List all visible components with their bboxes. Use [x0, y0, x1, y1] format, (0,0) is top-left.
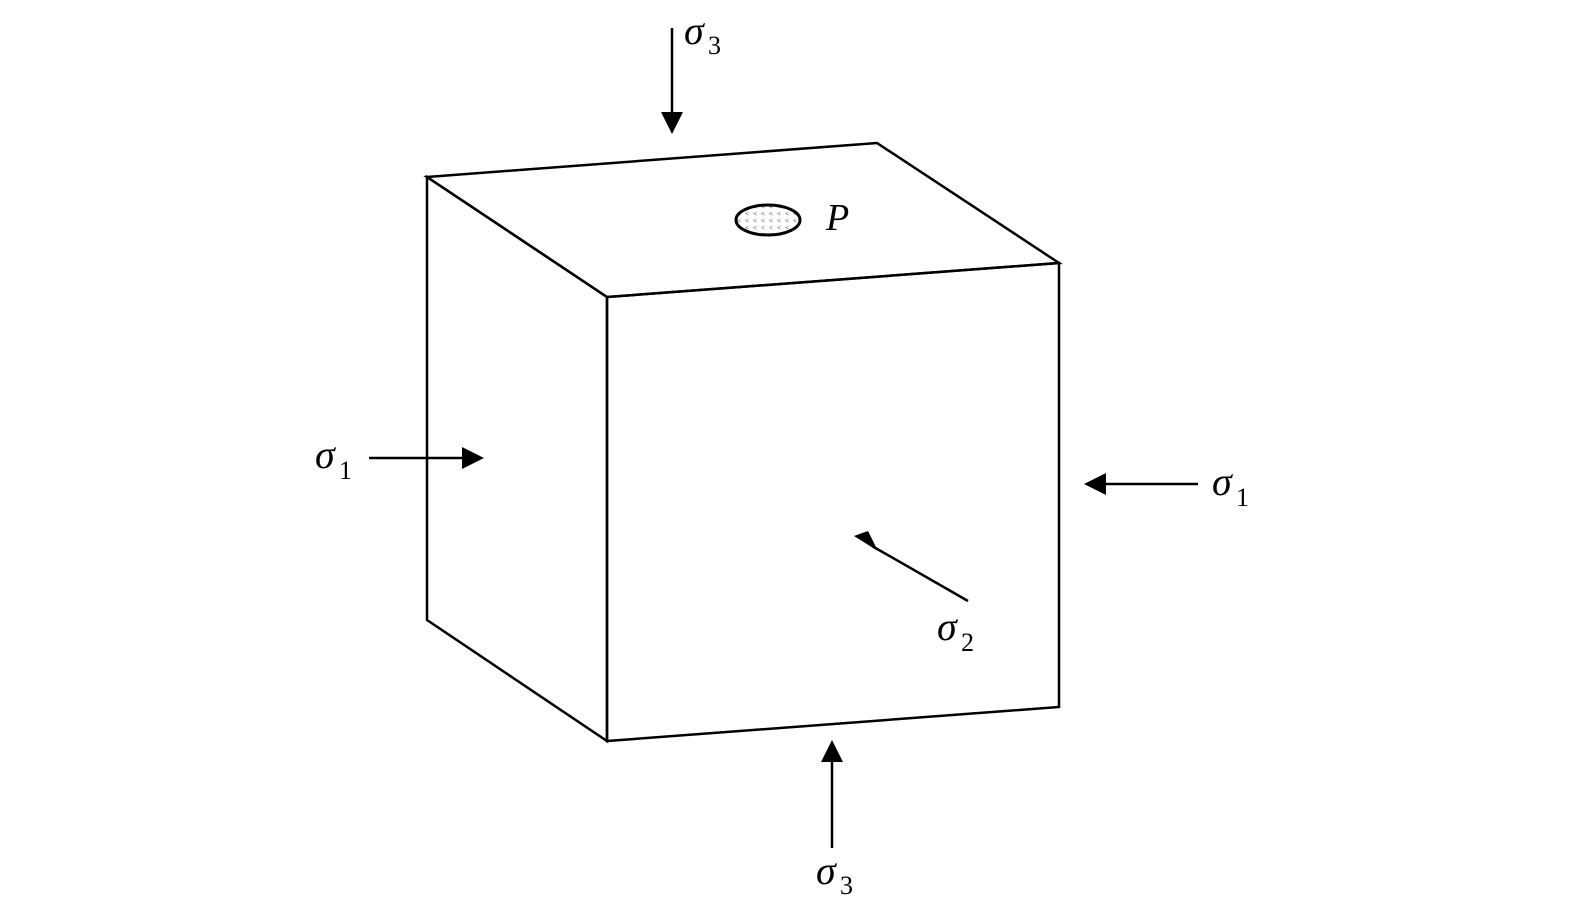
sigma3-bottom-arrowhead [821, 740, 843, 762]
sigma1-right-arrowhead [1084, 473, 1106, 495]
sigma2-arrowhead [854, 531, 878, 551]
sigma2-arrow [871, 544, 969, 603]
subscript: 3 [708, 31, 721, 60]
sigma3-top-arrowhead [661, 112, 683, 134]
sigma-symbol: σ [315, 432, 336, 477]
sigma1-left-arrowhead [462, 447, 484, 469]
subscript: 1 [1236, 483, 1249, 512]
point-p-marker [734, 203, 802, 237]
subscript: 2 [961, 628, 974, 657]
point-p-label: P [825, 197, 849, 239]
sigma-symbol: σ [684, 8, 705, 53]
subscript: 3 [840, 871, 853, 900]
sigma3-top-label: σ 3 [684, 8, 721, 60]
subscript: 1 [339, 456, 352, 485]
sigma1-left-label: σ 1 [315, 432, 352, 485]
sigma3-bottom-label: σ 3 [816, 848, 853, 900]
sigma2-label: σ 2 [937, 604, 974, 657]
cube-front-face [605, 261, 1061, 743]
sigma-symbol: σ [816, 848, 837, 893]
cube [423, 141, 1063, 744]
sigma-symbol: σ [937, 604, 958, 649]
sigma-symbol: σ [1212, 459, 1233, 504]
sigma1-right-label: σ 1 [1212, 459, 1249, 512]
